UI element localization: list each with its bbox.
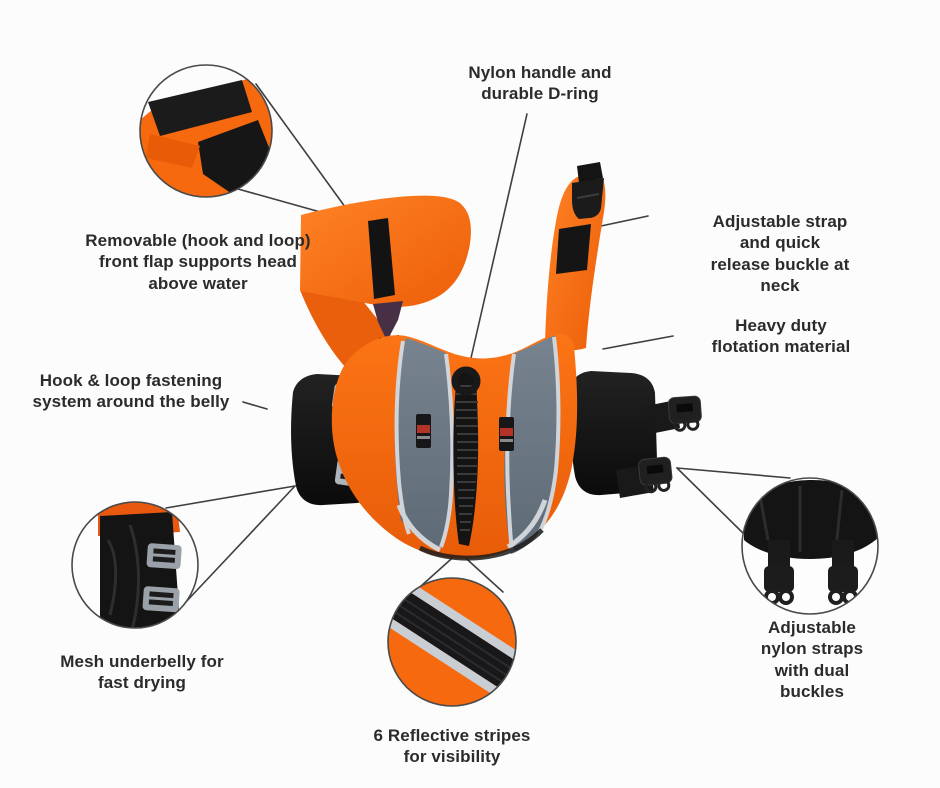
- neck-buckle-slot: [576, 193, 600, 199]
- label-removable-flap: Removable (hook and loop) front flap sup…: [85, 231, 311, 293]
- buckle-detail-panel: [744, 480, 878, 559]
- label-nylon-handle: Nylon handle and durable D-ring: [468, 63, 612, 104]
- callout-mesh-underbelly-detail: [71, 501, 199, 629]
- neck-nylon-strap: [556, 224, 591, 274]
- logo-patch-left: [416, 414, 431, 448]
- reflective-stripe-4: [537, 336, 561, 534]
- label-adjustable-neck: Adjustable strap and quick release buckl…: [710, 212, 850, 296]
- reflective-stripes: [394, 336, 561, 553]
- label-nylon-straps: Adjustable nylon straps with dual buckle…: [760, 618, 864, 702]
- mesh-detail-buckle-bottom: [142, 586, 180, 613]
- stripe-detail-silver-top: [391, 578, 516, 673]
- neck-buckle-prong: [577, 162, 603, 183]
- label-reflective-stripes: 6 Reflective stripes for visibility: [373, 726, 531, 767]
- buckle-detail-clip-right: [828, 566, 858, 605]
- handle-ridges: [456, 385, 478, 531]
- reflective-stripe-2: [439, 353, 455, 548]
- leader-hook-loop: [242, 401, 268, 410]
- d-ring: [451, 366, 481, 396]
- label-heavy-duty: Heavy duty flotation material: [711, 316, 851, 357]
- mesh-detail-texture: [106, 524, 140, 628]
- label-hook-loop: Hook & loop fastening system around the …: [32, 371, 230, 412]
- reflective-stripe-3: [505, 353, 516, 553]
- callout-velcro-flap-detail: [139, 64, 273, 198]
- buckle-detail-strap-right: [832, 540, 854, 572]
- dog-life-vest: [291, 162, 702, 561]
- leader-buckles-upper: [676, 467, 791, 479]
- leader-nylon-handle: [467, 113, 528, 372]
- mesh-detail-buckle-top: [146, 543, 182, 570]
- buckle-detail-strap-left: [768, 540, 790, 572]
- velcro-detail-fold: [146, 134, 200, 168]
- leader-neck-buckle: [600, 215, 649, 227]
- callout-dual-buckle-detail: [741, 477, 879, 615]
- callout-reflective-stripe-detail: [387, 577, 517, 707]
- flap-velcro-strip: [368, 218, 395, 299]
- reflective-stripe-5: [396, 504, 442, 553]
- leader-heavy-duty: [602, 335, 674, 350]
- buckle-detail-texture: [758, 486, 844, 552]
- right-buckle-bottom: [638, 456, 673, 494]
- right-belly-panel: [570, 371, 657, 496]
- velcro-detail-strip-1: [148, 80, 252, 136]
- right-buckle-top: [667, 395, 702, 432]
- leader-buckles-lower: [676, 467, 749, 539]
- leader-flap-detail-upper: [255, 83, 357, 223]
- stripe-detail-silver-bottom: [388, 607, 516, 706]
- label-mesh-underbelly: Mesh underbelly for fast drying: [60, 652, 224, 693]
- shoulder-buckle: [373, 301, 403, 341]
- bottom-hem-trim: [418, 528, 544, 561]
- right-foam-panel: [504, 335, 561, 554]
- reflective-stripe-6: [506, 499, 548, 550]
- buckle-detail-clip-left: [764, 566, 794, 605]
- leader-mesh-lower: [183, 485, 296, 605]
- leader-mesh-upper: [165, 485, 296, 509]
- stripe-detail-texture: [388, 590, 516, 691]
- logo-patch-right: [499, 417, 514, 451]
- neck-quick-release-buckle: [572, 178, 604, 219]
